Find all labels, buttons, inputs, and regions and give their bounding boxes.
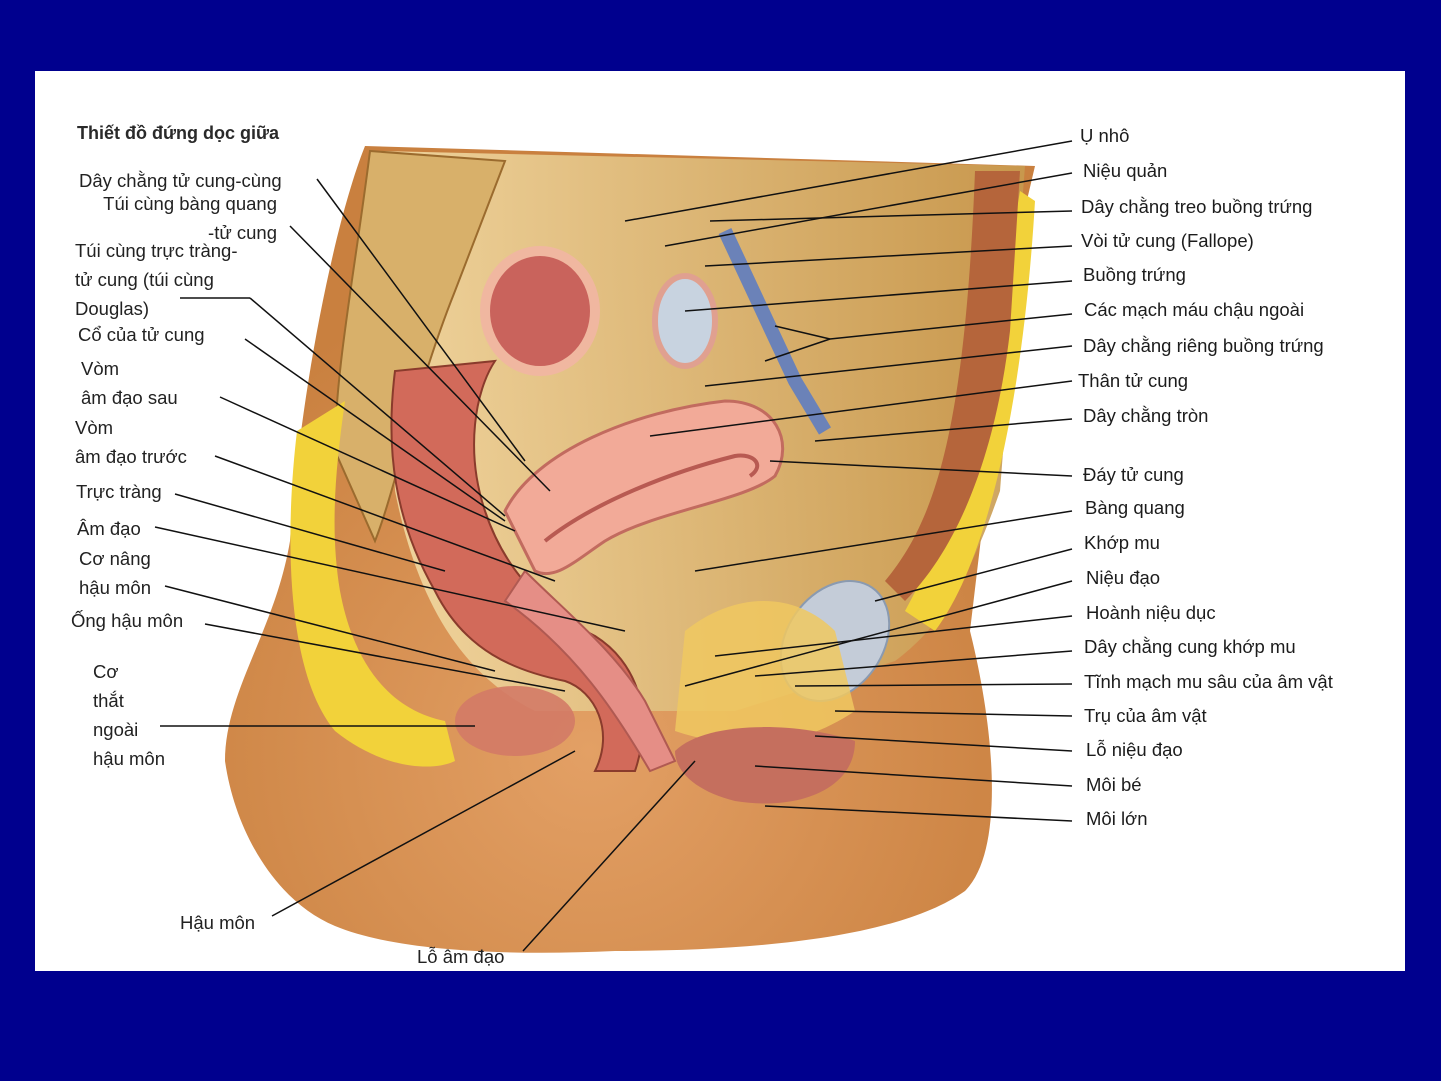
sigmoid-colon bbox=[480, 246, 600, 376]
labia-shape bbox=[675, 727, 855, 804]
leader-lines bbox=[154, 140, 1073, 952]
label-rectum: Trực tràng bbox=[76, 481, 162, 502]
label-ovary: Buồng trứng bbox=[1083, 264, 1186, 285]
sphincter-shape bbox=[455, 686, 575, 756]
label-fallopian-tube: Vòi tử cung (Fallope) bbox=[1081, 230, 1254, 251]
sacrum bbox=[333, 149, 507, 544]
label-external-anal-sphincter: Cơ thắt ngoài hậu môn bbox=[93, 661, 165, 769]
label-labia-majora: Môi lớn bbox=[1086, 808, 1148, 829]
label-round-ligament: Dây chằng tròn bbox=[1083, 405, 1209, 426]
anatomy-figure: Thiết đồ đứng dọc giữa Dây chằng tử cung… bbox=[35, 71, 1405, 971]
label-uterine-body: Thân tử cung bbox=[1078, 370, 1189, 391]
label-labia-minora: Môi bé bbox=[1086, 774, 1142, 795]
vagina-shape bbox=[503, 569, 677, 773]
abdominal-wall bbox=[885, 171, 1020, 601]
fat-layer-back bbox=[290, 401, 455, 767]
label-fundus: Đáy tử cung bbox=[1083, 464, 1184, 485]
label-anterior-fornix: Vòm âm đạo trước bbox=[75, 417, 187, 467]
label-arcuate-pubic-ligament: Dây chằng cung khớp mu bbox=[1084, 636, 1296, 657]
label-vaginal-orifice: Lỗ âm đạo bbox=[417, 946, 505, 967]
figure-title: Thiết đồ đứng dọc giữa bbox=[77, 123, 280, 143]
perineum-tissue bbox=[675, 601, 855, 745]
label-uterosacral-ligament: Dây chằng tử cung-cùng bbox=[79, 170, 282, 191]
label-external-iliac-vessels: Các mạch máu chậu ngoài bbox=[1084, 299, 1305, 320]
label-anal-canal: Ống hậu môn bbox=[71, 610, 184, 631]
label-pubic-symphysis: Khớp mu bbox=[1084, 532, 1160, 553]
label-suspensory-ligament: Dây chằng treo buồng trứng bbox=[1081, 196, 1313, 217]
label-bladder: Bàng quang bbox=[1085, 497, 1185, 518]
label-urogenital-diaphragm: Hoành niệu dục bbox=[1086, 602, 1216, 623]
label-vesicouterine-pouch: Túi cùng bàng quang -tử cung bbox=[103, 193, 277, 243]
label-posterior-fornix: Vòm âm đạo sau bbox=[81, 358, 178, 408]
label-anus: Hậu môn bbox=[180, 912, 256, 933]
label-promontory: Ụ nhô bbox=[1080, 125, 1130, 146]
label-vagina: Âm đạo bbox=[77, 518, 141, 539]
label-cervix: Cổ của tử cung bbox=[78, 324, 205, 345]
anatomy-illustration bbox=[154, 140, 1073, 953]
label-clitoral-crus: Trụ của âm vật bbox=[1084, 705, 1207, 726]
label-urethral-orifice: Lỗ niệu đạo bbox=[1086, 739, 1183, 760]
label-rectouterine-pouch: Túi cùng trực tràng- tử cung (túi cùng D… bbox=[75, 240, 238, 319]
ovary-shape bbox=[652, 273, 718, 369]
label-deep-dorsal-vein: Tĩnh mạch mu sâu của âm vật bbox=[1084, 671, 1333, 692]
uterus-cavity bbox=[543, 453, 760, 543]
label-ovarian-ligament: Dây chằng riêng buồng trứng bbox=[1083, 335, 1324, 356]
label-urethra: Niệu đạo bbox=[1086, 567, 1161, 588]
label-ureter: Niệu quản bbox=[1083, 160, 1168, 181]
label-levator-ani: Cơ nâng hậu môn bbox=[79, 548, 151, 598]
